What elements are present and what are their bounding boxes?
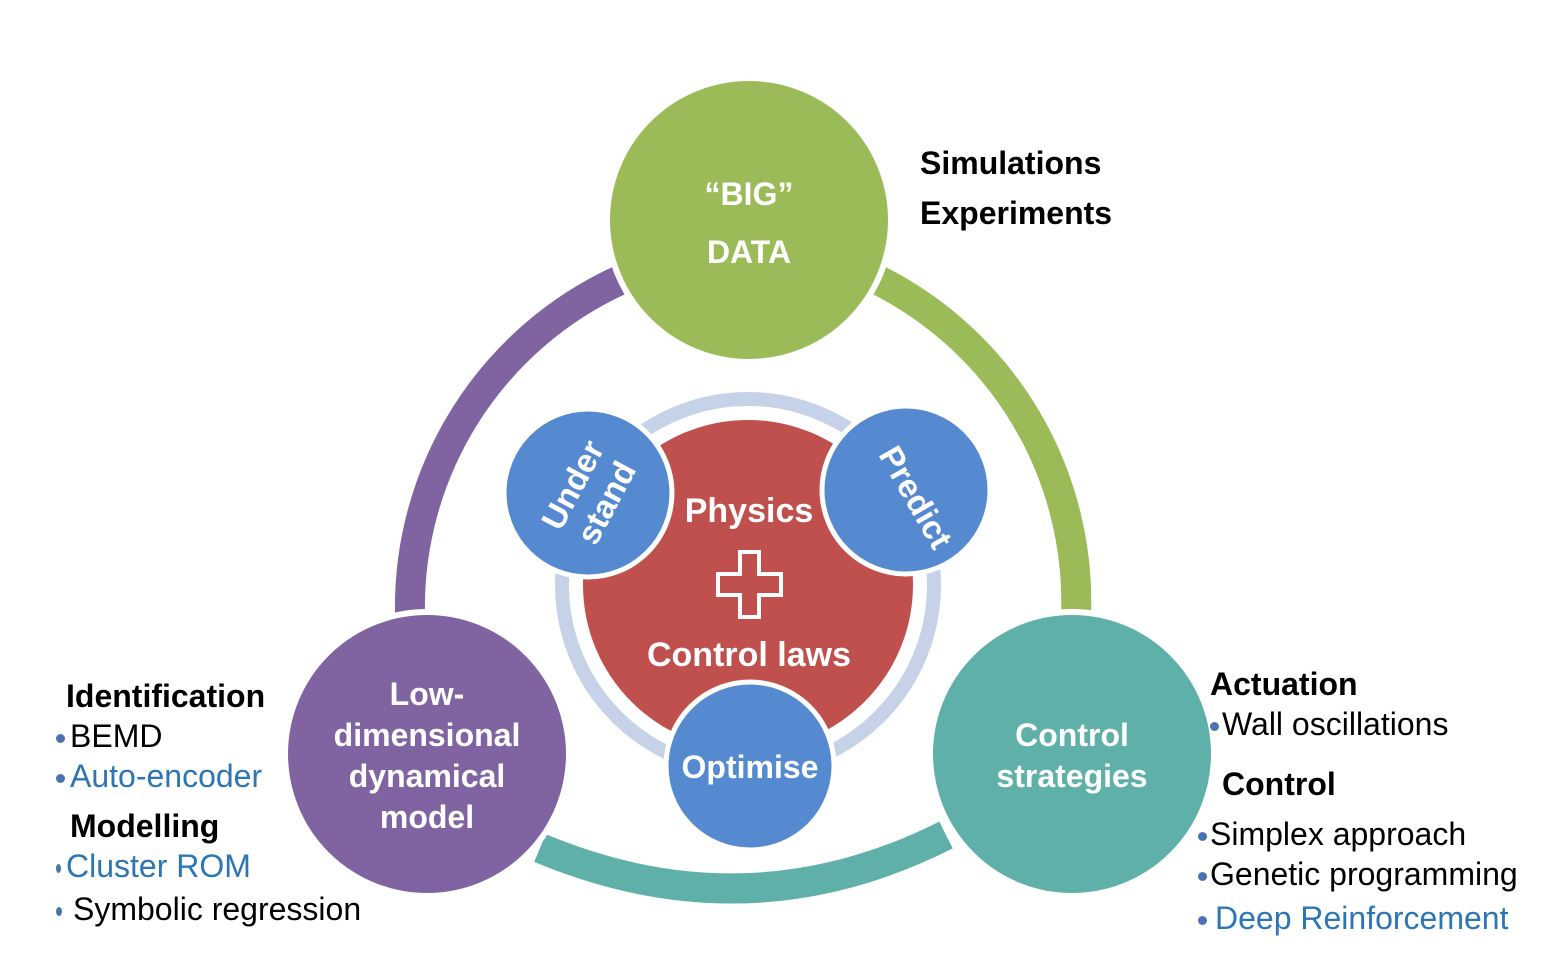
list-item: Auto-encoder [56,756,361,796]
list-item: Deep Reinforcement [1198,898,1518,938]
left-panel: Identification BEMD Auto-encoder Modelli… [56,676,361,929]
experiments-label: Experiments [920,195,1113,231]
predict-circle [819,403,993,577]
big-data-label-1: “BIG” [705,176,794,212]
bullet-icon [1198,832,1207,842]
simulations-label: Simulations [920,145,1102,181]
list-item: Genetic programming [1198,854,1518,894]
optimise-label: Optimise [682,749,819,785]
bullet-icon [56,734,65,744]
right-panel: Actuation Wall oscillations Control Simp… [1198,664,1518,938]
list-item: BEMD [56,716,361,756]
bemd-label: BEMD [70,718,163,754]
control-strategies-circle [927,609,1217,899]
bullet-icon [56,864,61,874]
arc-teal [534,821,953,904]
deep-reinforcement-label: Deep Reinforcement [1215,900,1509,936]
bullet-icon [1210,722,1219,732]
identification-heading: Identification [66,678,266,714]
low-dim-label-4: model [380,799,474,835]
modelling-heading: Modelling [70,808,220,844]
understand-circle [501,406,675,580]
big-data-label-2: DATA [707,234,791,270]
big-data-circle [604,75,894,365]
low-dim-label-1: Low- [390,676,465,712]
list-item: Wall oscillations [1198,704,1518,744]
optimise-circle [663,679,837,853]
low-dim-label-2: dimensional [334,717,521,753]
simplex-label: Simplex approach [1210,816,1467,852]
bullet-icon [56,907,62,917]
cluster-rom-label: Cluster ROM [66,848,251,884]
wall-oscillations-label: Wall oscillations [1222,706,1449,742]
control-strategies-label-1: Control [1015,717,1129,753]
list-item: Cluster ROM [56,846,361,886]
arc-green [871,266,1092,616]
low-dim-circle [282,609,572,899]
genetic-programming-label: Genetic programming [1210,856,1518,892]
control-laws-label: Control laws [647,636,851,674]
plus-icon [716,550,783,619]
control-heading: Control [1222,766,1336,802]
physics-label: Physics [685,492,814,530]
symbolic-regression-label: Symbolic regression [73,891,362,927]
bullet-icon [1198,872,1207,882]
bullet-icon [1198,916,1207,926]
top-right-panel: Simulations Experiments [920,138,1112,238]
auto-encoder-label: Auto-encoder [70,758,263,794]
arc-purple [394,266,627,616]
list-item: Symbolic regression [56,889,361,929]
actuation-heading: Actuation [1210,666,1358,702]
low-dim-label-3: dynamical [349,758,506,794]
list-item: Simplex approach [1198,814,1518,854]
control-strategies-label-2: strategies [996,758,1147,794]
bullet-icon [56,774,65,784]
